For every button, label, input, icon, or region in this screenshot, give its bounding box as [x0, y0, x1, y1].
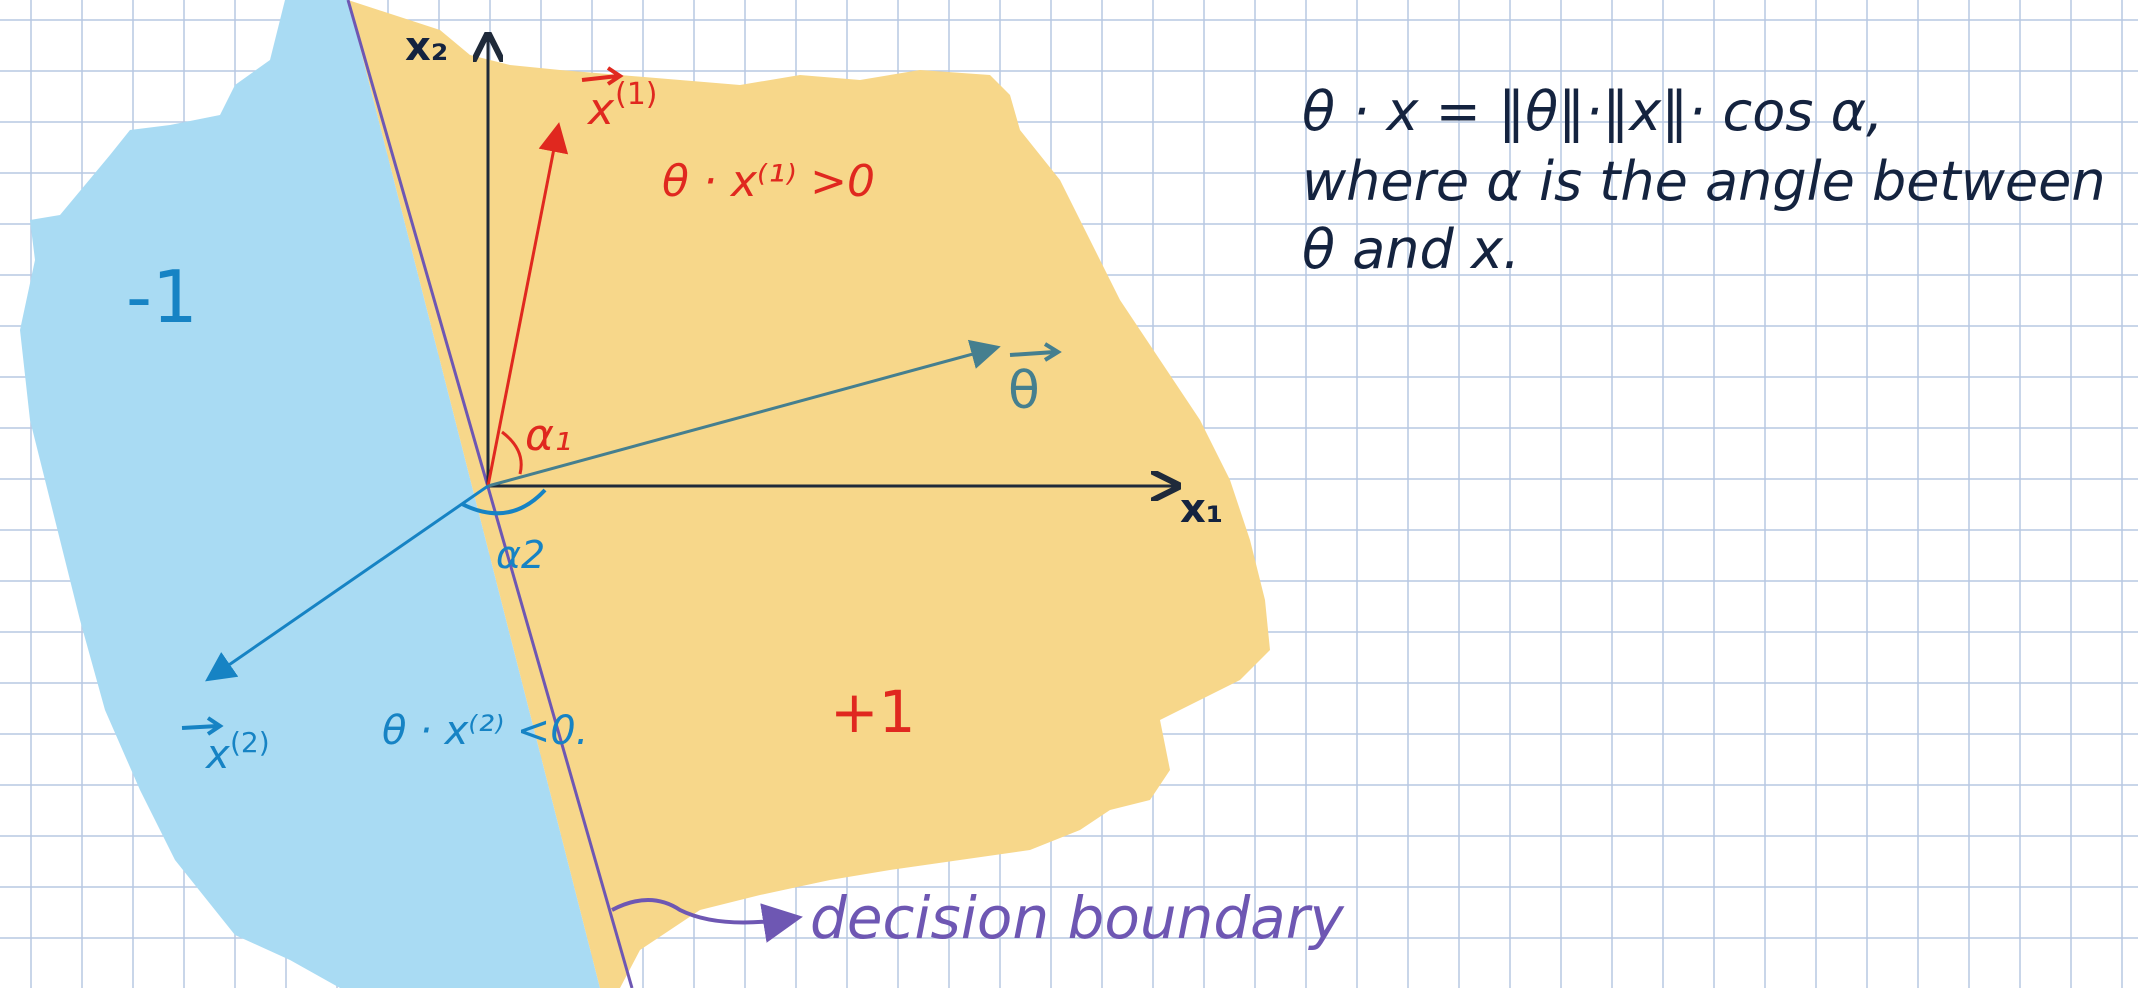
positive-region-label: +1: [830, 678, 916, 746]
decision-boundary-label: decision boundary: [810, 884, 1345, 952]
alpha2-arc: [461, 488, 547, 516]
negative-region-label: -1: [126, 255, 198, 339]
x2-axis-label: x₂: [405, 24, 448, 70]
alpha2-label: α2: [496, 533, 545, 577]
x2-vector: [205, 484, 489, 682]
positive-region: [348, 0, 1270, 988]
x2-vector-arrow-icon: [181, 716, 224, 736]
negative-region: [20, 0, 600, 988]
theta-vector: [487, 339, 1001, 488]
negative-inequality: θ · x⁽²⁾ <0.: [382, 708, 588, 754]
x1-vector-arrow-icon: [581, 66, 624, 86]
x1-vector-label-letter: x: [586, 84, 615, 135]
theta-vector-label: θ: [1008, 342, 1062, 421]
positive-inequality: θ · x⁽¹⁾ >0: [662, 156, 875, 207]
x1-axis-label: x₁: [1180, 486, 1223, 532]
decision-boundary-line: [346, 0, 634, 988]
dot-product-formula: θ · x = ‖θ‖·‖x‖· cos α,: [1302, 80, 1883, 143]
alpha1-label: α₁: [525, 410, 572, 461]
boundary-pointer-arrow: [611, 898, 803, 943]
x2-vector-label-letter: x: [204, 732, 230, 778]
x2-vector-label-superscript: (2): [230, 726, 270, 759]
x1-vector: [486, 122, 569, 487]
x1-vector-label: x (1): [581, 66, 658, 135]
formula-explanation-line: where α is the angle between: [1302, 150, 2106, 213]
theta-vector-label-letter: θ: [1008, 361, 1040, 421]
theta-vector-arrow-icon: [1009, 342, 1062, 362]
alpha1-arc: [501, 430, 523, 475]
formula-explanation-line-2: θ and x.: [1302, 218, 1520, 281]
x2-vector-label: x (2): [181, 716, 270, 778]
x1-vector-label-superscript: (1): [615, 77, 658, 112]
